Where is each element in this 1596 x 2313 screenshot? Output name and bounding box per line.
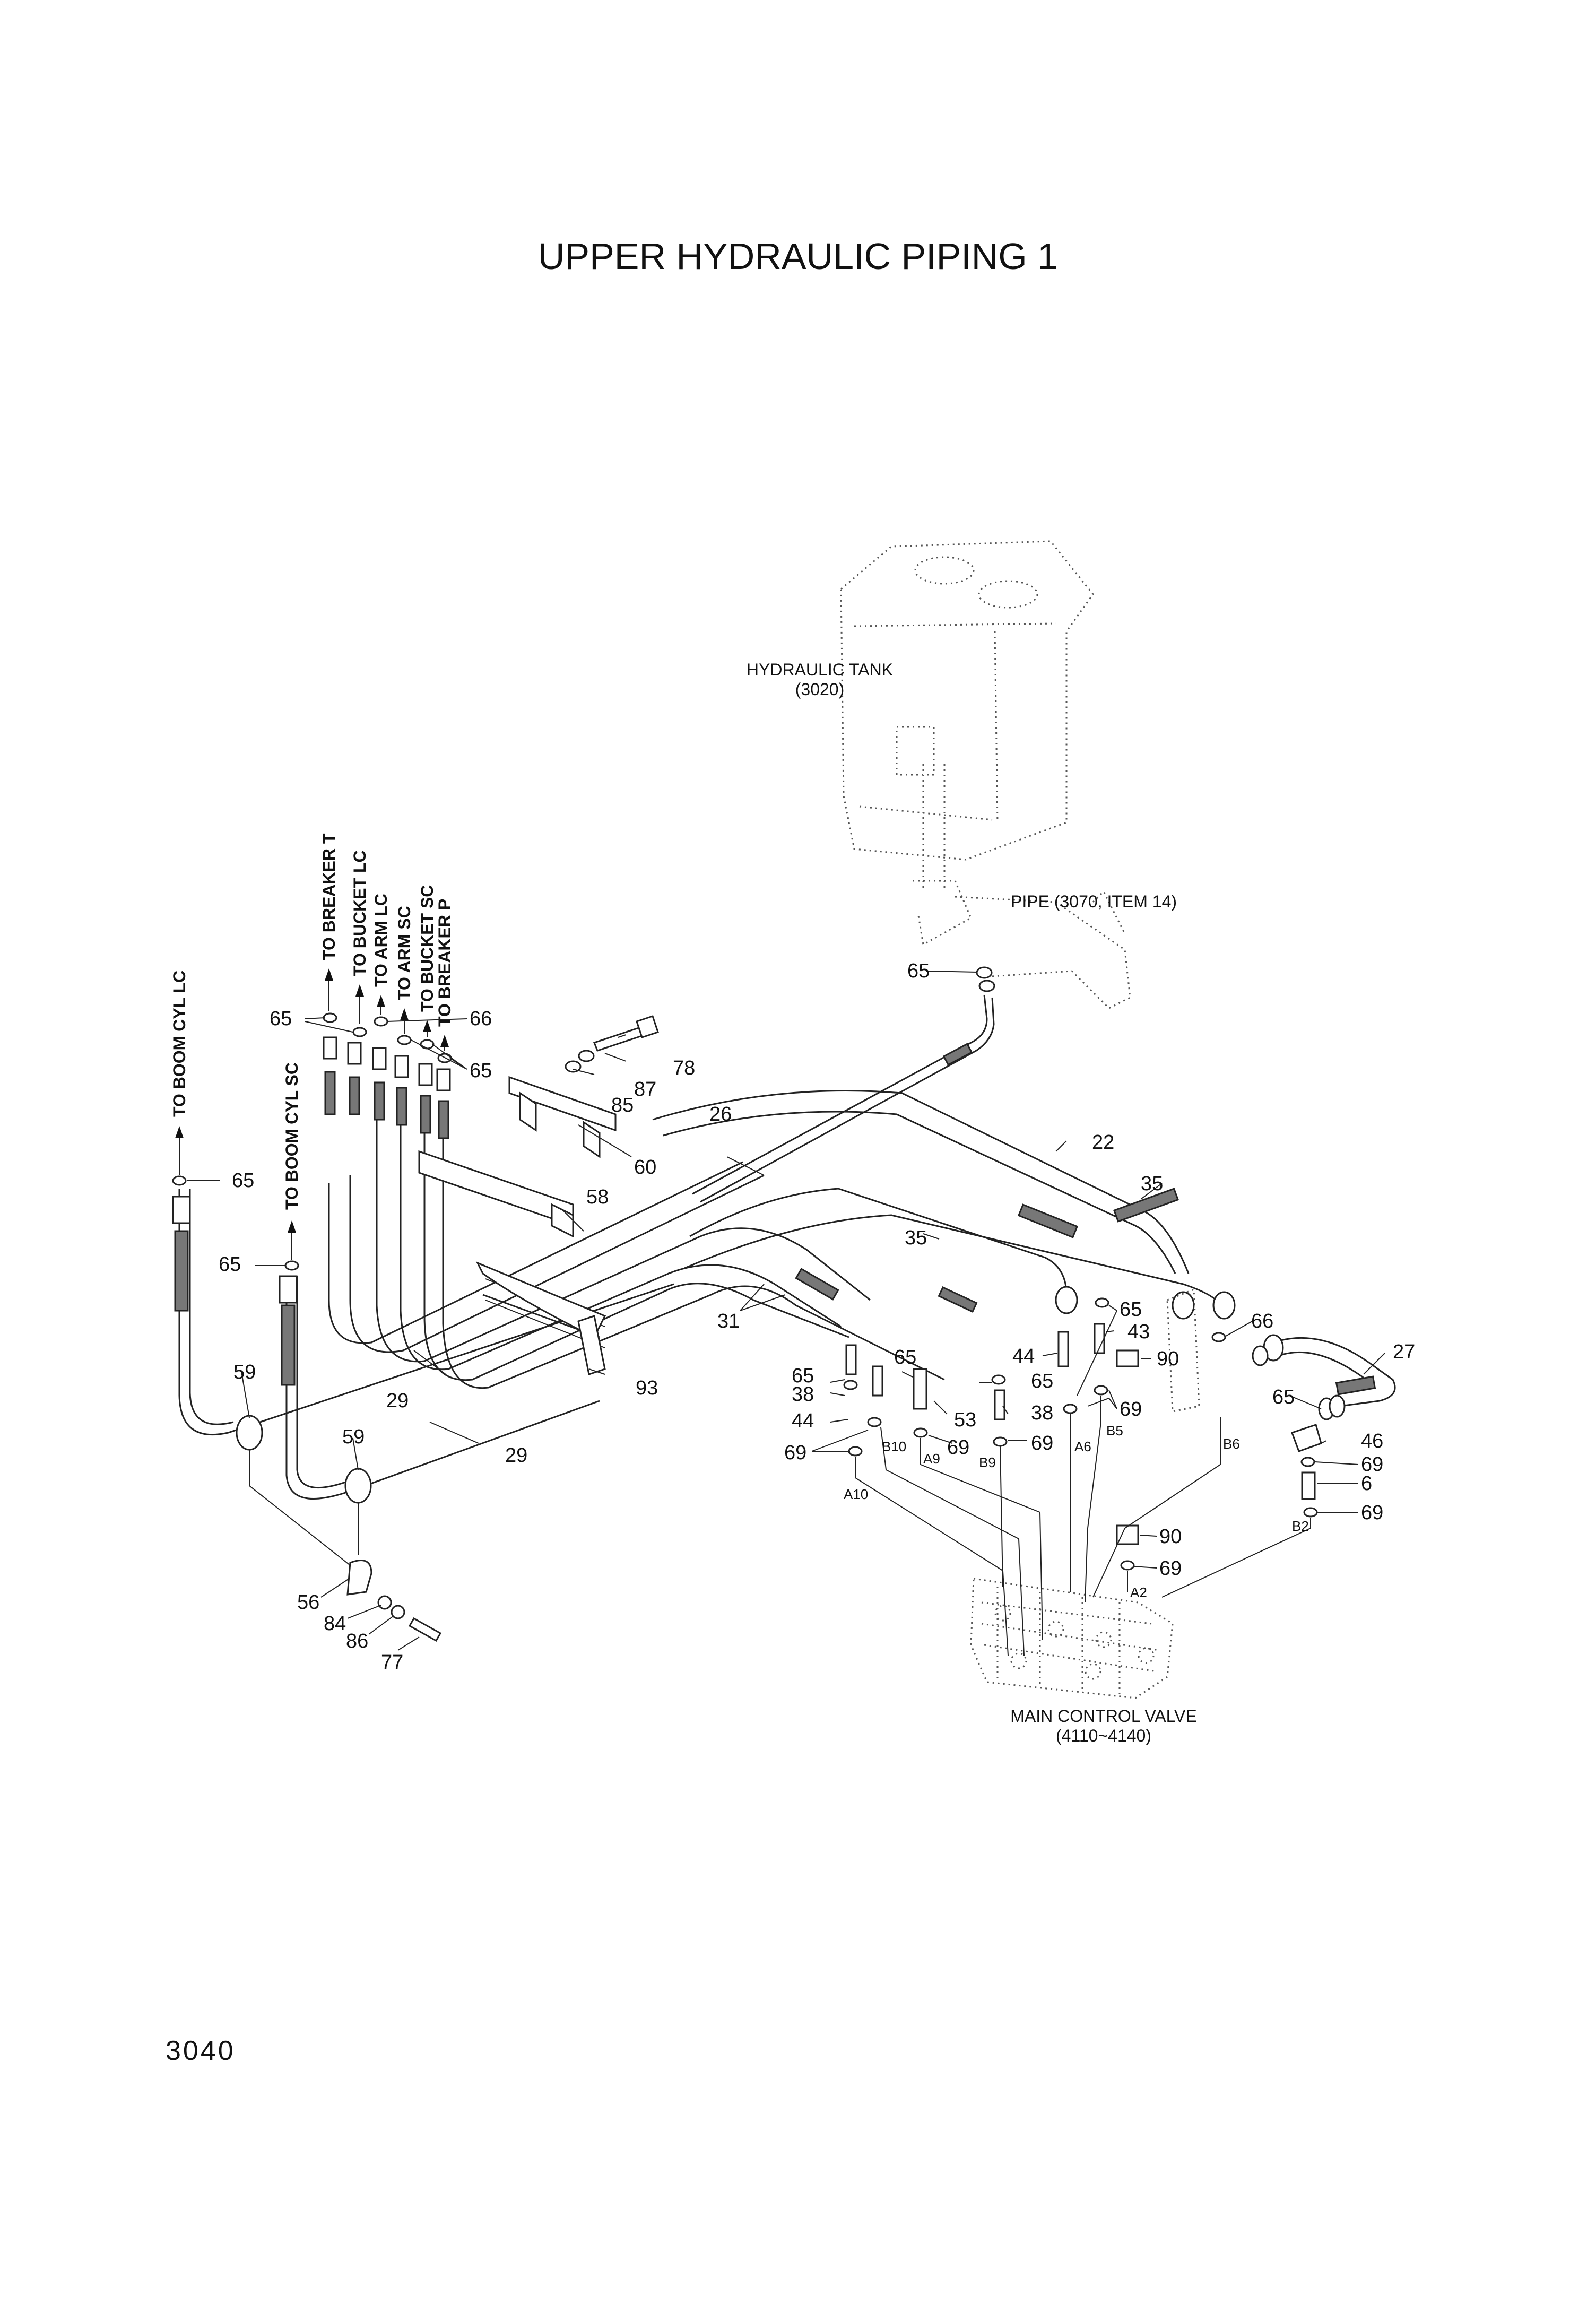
valve-fittings	[845, 1286, 1396, 1545]
callout-35-right: 35	[1141, 1173, 1163, 1195]
page-number: 3040	[166, 2035, 236, 2066]
hose-bundle	[328, 1090, 1221, 1389]
destination-boom-cyl-lc: TO BOOM CYL LC	[170, 971, 189, 1117]
main-control-valve-drawing	[970, 1578, 1174, 1699]
callout-90-lower: 90	[1159, 1526, 1182, 1548]
callout-65-valve-d: 65	[1120, 1298, 1142, 1321]
callout-56: 56	[297, 1591, 319, 1614]
pipe-label: PIPE (3070, ITEM 14)	[1011, 892, 1177, 911]
main-control-valve-label: MAIN CONTROL VALVE	[1010, 1706, 1196, 1726]
callout-59-left: 59	[233, 1361, 256, 1383]
callout-58: 58	[586, 1186, 609, 1208]
callout-44-mid: 44	[1012, 1345, 1035, 1367]
destination-boom-cyl-sc: TO BOOM CYL SC	[282, 1062, 301, 1210]
port-label-a2: A2	[1130, 1584, 1147, 1600]
callout-86: 86	[346, 1630, 368, 1652]
destination-arrows	[175, 968, 449, 1260]
callout-27: 27	[1393, 1341, 1415, 1363]
callout-65-boom-lc: 65	[232, 1170, 254, 1192]
vertical-hoses	[172, 1036, 674, 1500]
callout-46: 46	[1361, 1430, 1383, 1452]
callout-60: 60	[634, 1156, 656, 1179]
callout-66-right: 66	[1251, 1310, 1273, 1332]
destination-breaker-t: TO BREAKER T	[319, 833, 339, 960]
port-label-a9: A9	[923, 1451, 940, 1467]
callout-77: 77	[381, 1651, 403, 1674]
port-label-b5: B5	[1106, 1423, 1123, 1439]
callout-69-a2: 69	[1159, 1557, 1182, 1580]
callout-44-left: 44	[792, 1410, 814, 1432]
callout-43: 43	[1127, 1321, 1150, 1343]
port-label-b9: B9	[979, 1454, 996, 1470]
callout-69-b5: 69	[1120, 1398, 1142, 1420]
callout-65-valve-c: 65	[1031, 1370, 1053, 1392]
callout-66-upper: 66	[470, 1008, 492, 1030]
main-control-valve-ref: (4110~4140)	[1056, 1726, 1151, 1745]
callout-65-boom-sc: 65	[219, 1253, 241, 1276]
callout-22: 22	[1092, 1131, 1114, 1154]
callout-69-b2: 69	[1361, 1502, 1383, 1524]
port-label-b2: B2	[1292, 1518, 1309, 1534]
callout-90-upper: 90	[1157, 1348, 1179, 1370]
return-pipe-26	[692, 966, 995, 1203]
callout-78: 78	[673, 1057, 695, 1079]
callout-65-valve-a: 65	[792, 1365, 814, 1387]
hydraulic-tank-ref: (3020)	[795, 680, 845, 699]
port-label-a10: A10	[844, 1486, 868, 1502]
callout-59-right: 59	[342, 1426, 365, 1448]
callout-65-upper-left: 65	[270, 1008, 292, 1030]
callout-87: 87	[634, 1078, 656, 1101]
hydraulic-tank-drawing	[840, 540, 1131, 1009]
callout-29-lower: 29	[505, 1444, 527, 1467]
destination-bucket-sc: TO BUCKET SC	[418, 885, 437, 1012]
page-title: UPPER HYDRAULIC PIPING 1	[538, 236, 1058, 277]
port-label-a6: A6	[1074, 1439, 1091, 1454]
o-rings	[172, 1012, 1318, 1571]
callout-65-pipe: 65	[907, 960, 930, 982]
callout-38-left: 38	[792, 1383, 814, 1406]
port-label-b6: B6	[1223, 1436, 1240, 1452]
callout-29-upper: 29	[386, 1390, 409, 1412]
destination-arm-lc: TO ARM LC	[371, 894, 391, 987]
callout-85: 85	[611, 1094, 634, 1116]
port-label-b10: B10	[882, 1439, 906, 1454]
callout-69-a9: 69	[947, 1436, 969, 1459]
hydraulic-tank-label: HYDRAULIC TANK	[747, 660, 893, 679]
callout-35-left: 35	[905, 1227, 927, 1249]
callout-26: 26	[709, 1103, 732, 1125]
callout-leaders	[187, 971, 1385, 1651]
callout-53: 53	[954, 1409, 976, 1431]
destination-breaker-p: TO BREAKER P	[435, 899, 454, 1027]
callout-38-mid: 38	[1031, 1402, 1053, 1424]
manifold-blocks	[418, 1015, 659, 1238]
destination-arm-sc: TO ARM SC	[395, 906, 414, 1000]
callout-6: 6	[1361, 1472, 1372, 1495]
callout-65-valve-b: 65	[894, 1346, 916, 1368]
callout-69-upper-right: 69	[1361, 1453, 1383, 1476]
callout-69-b9: 69	[1031, 1432, 1053, 1454]
port-leaders	[855, 1396, 1311, 1656]
callout-31: 31	[717, 1310, 740, 1332]
clamps	[236, 1261, 606, 1642]
callout-84: 84	[324, 1613, 346, 1635]
destination-bucket-lc: TO BUCKET LC	[350, 850, 369, 976]
callout-65-right: 65	[1272, 1386, 1295, 1408]
callout-69-left: 69	[784, 1442, 806, 1464]
callout-65-upper-right: 65	[470, 1060, 492, 1082]
callout-93: 93	[636, 1377, 658, 1399]
